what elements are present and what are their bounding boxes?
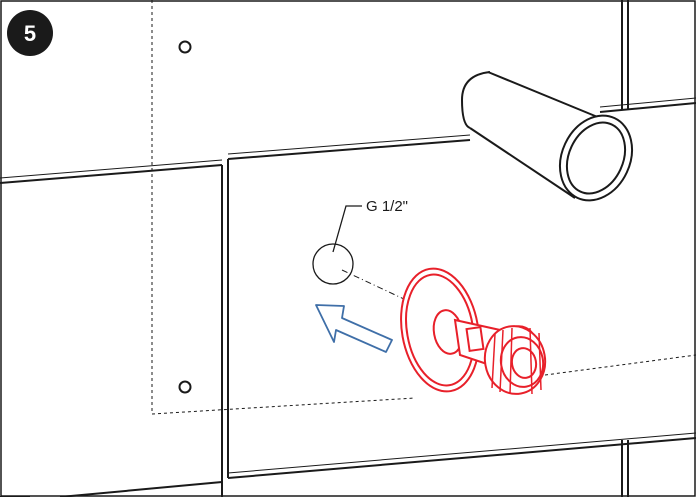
tile-joint xyxy=(227,134,471,155)
pipe-cylinder xyxy=(460,71,633,202)
thread-callout: G 1/2" xyxy=(312,198,408,285)
cylinder-back-edge xyxy=(460,71,491,129)
knurl xyxy=(509,327,513,395)
cylinder-edge xyxy=(469,127,576,199)
step-badge-circle xyxy=(7,10,53,56)
step-number: 5 xyxy=(24,21,36,46)
knurl xyxy=(491,333,496,389)
tile-joint xyxy=(599,97,696,108)
tile-joint xyxy=(0,164,223,184)
valve-fitting xyxy=(400,267,547,395)
tile-joint xyxy=(0,159,223,179)
handwheel-cap xyxy=(510,347,538,379)
tile-joint xyxy=(227,139,471,160)
cylinder-bore xyxy=(565,121,627,195)
step-number-badge: 5 xyxy=(7,10,53,56)
hidden-outline xyxy=(151,0,696,415)
thread-hole xyxy=(312,243,354,285)
tile-joint xyxy=(59,481,223,497)
knurl xyxy=(538,332,542,391)
knurl xyxy=(499,329,504,393)
knurl xyxy=(529,327,533,395)
leader-line xyxy=(332,205,362,253)
tile-joint xyxy=(599,102,696,113)
hidden-line xyxy=(151,397,416,415)
tile-joint xyxy=(227,432,696,474)
mounting-hole xyxy=(178,40,192,54)
hidden-line xyxy=(544,354,696,376)
mounting-hole xyxy=(178,380,192,394)
tile-joint xyxy=(227,437,696,479)
cylinder-edge xyxy=(487,71,601,119)
valve-hex xyxy=(465,326,485,352)
thread-size-label: G 1/2" xyxy=(366,198,408,215)
insert-direction-arrow xyxy=(315,304,393,353)
